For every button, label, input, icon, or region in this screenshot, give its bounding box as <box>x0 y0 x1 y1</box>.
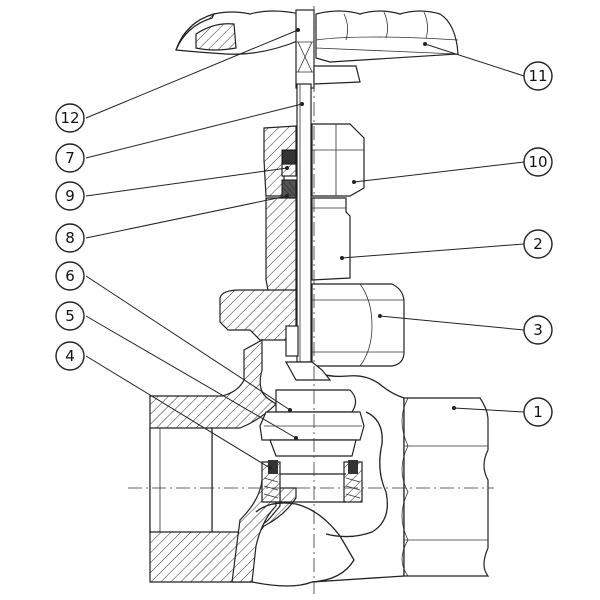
valve-body <box>149 338 490 587</box>
callout-4: 4 <box>55 341 85 371</box>
handwheel <box>175 9 459 89</box>
svg-text:10: 10 <box>528 153 547 171</box>
svg-text:12: 12 <box>60 109 79 127</box>
packing <box>281 149 297 199</box>
svg-text:2: 2 <box>533 235 543 253</box>
svg-text:7: 7 <box>65 149 75 167</box>
callout-5: 5 <box>55 301 85 331</box>
svg-text:11: 11 <box>528 67 547 85</box>
callout-1: 1 <box>523 397 553 427</box>
svg-text:3: 3 <box>533 321 543 339</box>
callout-2: 2 <box>523 229 553 259</box>
callout-11: 11 <box>523 61 553 91</box>
callout-6: 6 <box>55 261 85 291</box>
svg-text:8: 8 <box>65 229 75 247</box>
svg-text:1: 1 <box>533 403 543 421</box>
disc-assembly <box>259 361 365 503</box>
leader-lines <box>85 28 525 470</box>
stem <box>296 83 312 363</box>
union-nut <box>219 283 405 367</box>
callout-7: 7 <box>55 143 85 173</box>
svg-text:9: 9 <box>65 187 75 205</box>
callout-12: 12 <box>55 103 85 133</box>
callout-10: 10 <box>523 147 553 177</box>
svg-text:5: 5 <box>65 307 75 325</box>
svg-text:4: 4 <box>65 347 75 365</box>
gland-nut <box>263 123 365 197</box>
callout-3: 3 <box>523 315 553 345</box>
callout-9: 9 <box>55 181 85 211</box>
callout-8: 8 <box>55 223 85 253</box>
bonnet <box>265 197 351 301</box>
svg-text:6: 6 <box>65 267 75 285</box>
center-lines <box>128 6 494 594</box>
